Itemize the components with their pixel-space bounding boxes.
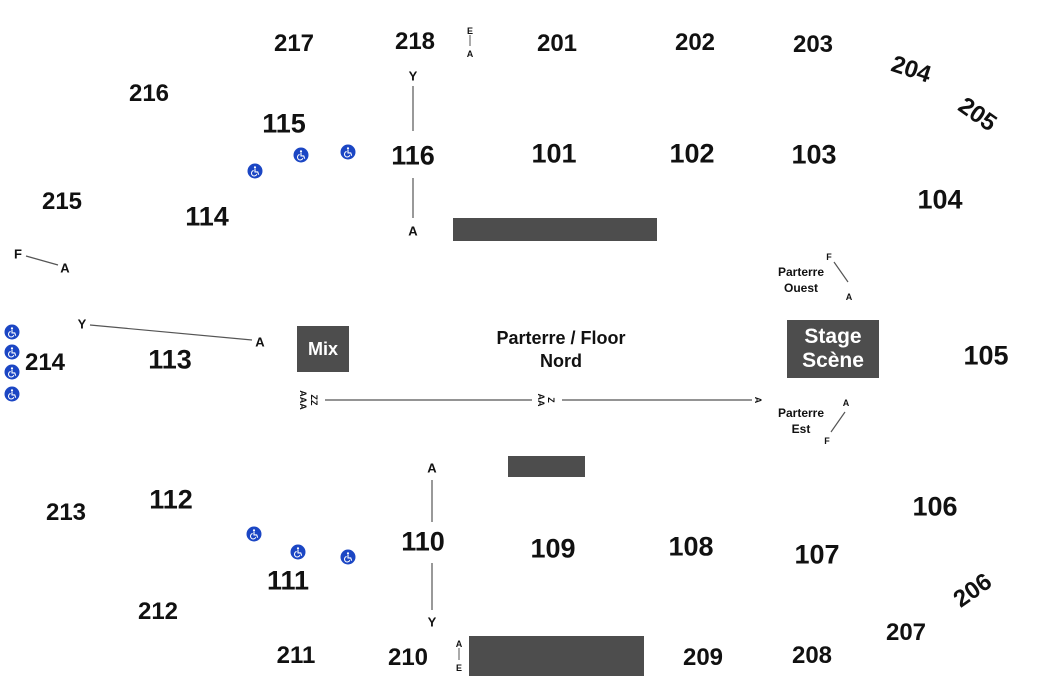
section-109[interactable]: 109 (530, 533, 576, 564)
floor-label-line1: Parterre / Floor (496, 328, 626, 348)
section-106[interactable]: 106 (912, 491, 958, 522)
floor-label-line2: Nord (539, 351, 582, 371)
row-marker-e: E (455, 663, 463, 673)
row-marker-a: A (842, 398, 850, 408)
row-marker-aa: AA (536, 393, 546, 407)
section-218[interactable]: 218 (394, 28, 436, 55)
row-marker-e: E (466, 26, 474, 36)
section-104[interactable]: 104 (917, 184, 963, 215)
wheelchair-icon (4, 364, 20, 380)
stage-label-line1: Stage (804, 325, 862, 348)
section-210[interactable]: 210 (387, 644, 429, 671)
wheelchair-icon (4, 344, 20, 360)
section-213[interactable]: 213 (45, 499, 87, 526)
section-113[interactable]: 113 (148, 344, 192, 375)
wheelchair-icon (340, 549, 356, 565)
section-201[interactable]: 201 (536, 30, 578, 57)
row-marker-a: A (753, 396, 763, 404)
row-marker-y: Y (427, 614, 437, 630)
section-202[interactable]: 202 (674, 29, 716, 56)
wheelchair-icon (4, 324, 20, 340)
row-marker-y: Y (408, 68, 418, 84)
section-203[interactable]: 203 (792, 31, 834, 58)
row-marker-aaa: AAA (298, 390, 308, 410)
section-114[interactable]: 114 (185, 201, 229, 232)
section-103[interactable]: 103 (791, 139, 837, 170)
row-marker-a: A (255, 334, 265, 350)
floor-label[interactable]: Parterre / Floor Nord (496, 327, 625, 373)
wheelchair-icon (246, 526, 262, 542)
row-marker-f: F (826, 252, 832, 262)
section-112[interactable]: 112 (149, 484, 193, 515)
section-102[interactable]: 102 (669, 138, 715, 169)
section-108[interactable]: 108 (668, 531, 714, 562)
section-111[interactable]: 111 (266, 565, 310, 596)
wheelchair-icon (290, 544, 306, 560)
section-216[interactable]: 216 (128, 80, 170, 107)
section-209[interactable]: 209 (682, 644, 724, 671)
section-105[interactable]: 105 (963, 340, 1009, 371)
wheelchair-icon (293, 147, 309, 163)
section-215[interactable]: 215 (41, 188, 83, 215)
row-marker-f: F (824, 436, 830, 446)
row-marker-a: A (845, 292, 853, 302)
section-110[interactable]: 110 (401, 526, 445, 557)
wheelchair-icon (4, 386, 20, 402)
section-115[interactable]: 115 (262, 108, 306, 139)
parterre-est-line1: Parterre (777, 406, 825, 420)
mix-label: Mix (307, 338, 338, 359)
stage-box: Stage Scène (787, 320, 879, 378)
stage-label-line2: Scène (802, 349, 864, 372)
section-101[interactable]: 101 (531, 138, 577, 169)
section-212[interactable]: 212 (137, 598, 179, 625)
platform-block-bottom (469, 636, 644, 676)
row-marker-z: Z (546, 397, 556, 403)
section-211[interactable]: 211 (276, 642, 316, 669)
row-marker-a: A (427, 460, 437, 476)
row-marker-a: A (466, 49, 474, 59)
wheelchair-icon (247, 163, 263, 179)
parterre-est-line2: Est (791, 422, 811, 436)
parterre-est-label[interactable]: Parterre Est (778, 405, 824, 437)
mix-box: Mix (297, 326, 349, 372)
row-marker-f: F (14, 246, 22, 262)
section-214[interactable]: 214 (24, 349, 66, 376)
platform-block-north (453, 218, 657, 241)
parterre-ouest-line2: Ouest (783, 281, 818, 295)
row-marker-a: A (408, 223, 418, 239)
row-marker-y: Y (77, 316, 87, 332)
section-207[interactable]: 207 (885, 619, 927, 646)
row-marker-zz: ZZ (309, 394, 319, 406)
platform-block-south (508, 456, 585, 477)
parterre-ouest-line1: Parterre (777, 265, 825, 279)
section-208[interactable]: 208 (791, 642, 833, 669)
section-116[interactable]: 116 (391, 140, 435, 171)
row-marker-a: A (455, 639, 463, 649)
section-107[interactable]: 107 (794, 539, 840, 570)
row-marker-a: A (60, 260, 70, 276)
parterre-ouest-label[interactable]: Parterre Ouest (778, 264, 824, 296)
wheelchair-icon (340, 144, 356, 160)
section-217[interactable]: 217 (273, 30, 315, 57)
